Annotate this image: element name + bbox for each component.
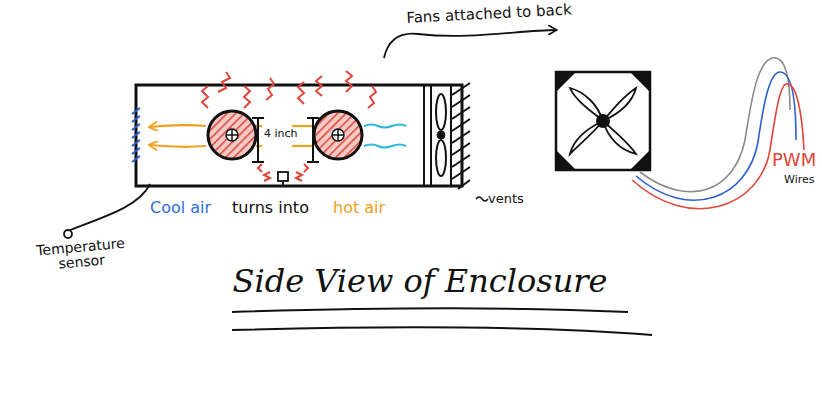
dimension-bars (252, 118, 319, 162)
diagram-title: Side View of Enclosure (200, 264, 640, 299)
airflow-label: turns into (232, 199, 332, 217)
wire-label: Wires (784, 174, 822, 186)
rear-vent-hatch (452, 83, 470, 189)
airflow-label: Cool air (150, 199, 230, 217)
pwm-wires (632, 58, 804, 209)
dimension-label: 4 inch (264, 128, 314, 140)
vents-label: vents (488, 192, 548, 206)
signal-name: PWM (772, 150, 822, 170)
heat-source (208, 111, 256, 159)
title-underline (232, 308, 628, 312)
sensor-leader (70, 184, 150, 230)
fan-section (424, 85, 451, 186)
left-vent-hatch (132, 108, 140, 162)
heat-squiggles (202, 71, 376, 181)
callout-note: Fans attached to back (406, 1, 587, 27)
sensor-symbol (278, 172, 288, 186)
cool-airflow (364, 125, 406, 148)
vents-mark (476, 197, 488, 201)
leader-dot (64, 230, 72, 238)
airflow-label: hot air (333, 199, 413, 217)
sensor-label: Temperature sensor (30, 235, 132, 274)
heat-source (314, 111, 362, 159)
callout-arrow (384, 30, 556, 58)
fan-unit (556, 72, 650, 170)
title-underline (232, 327, 652, 335)
